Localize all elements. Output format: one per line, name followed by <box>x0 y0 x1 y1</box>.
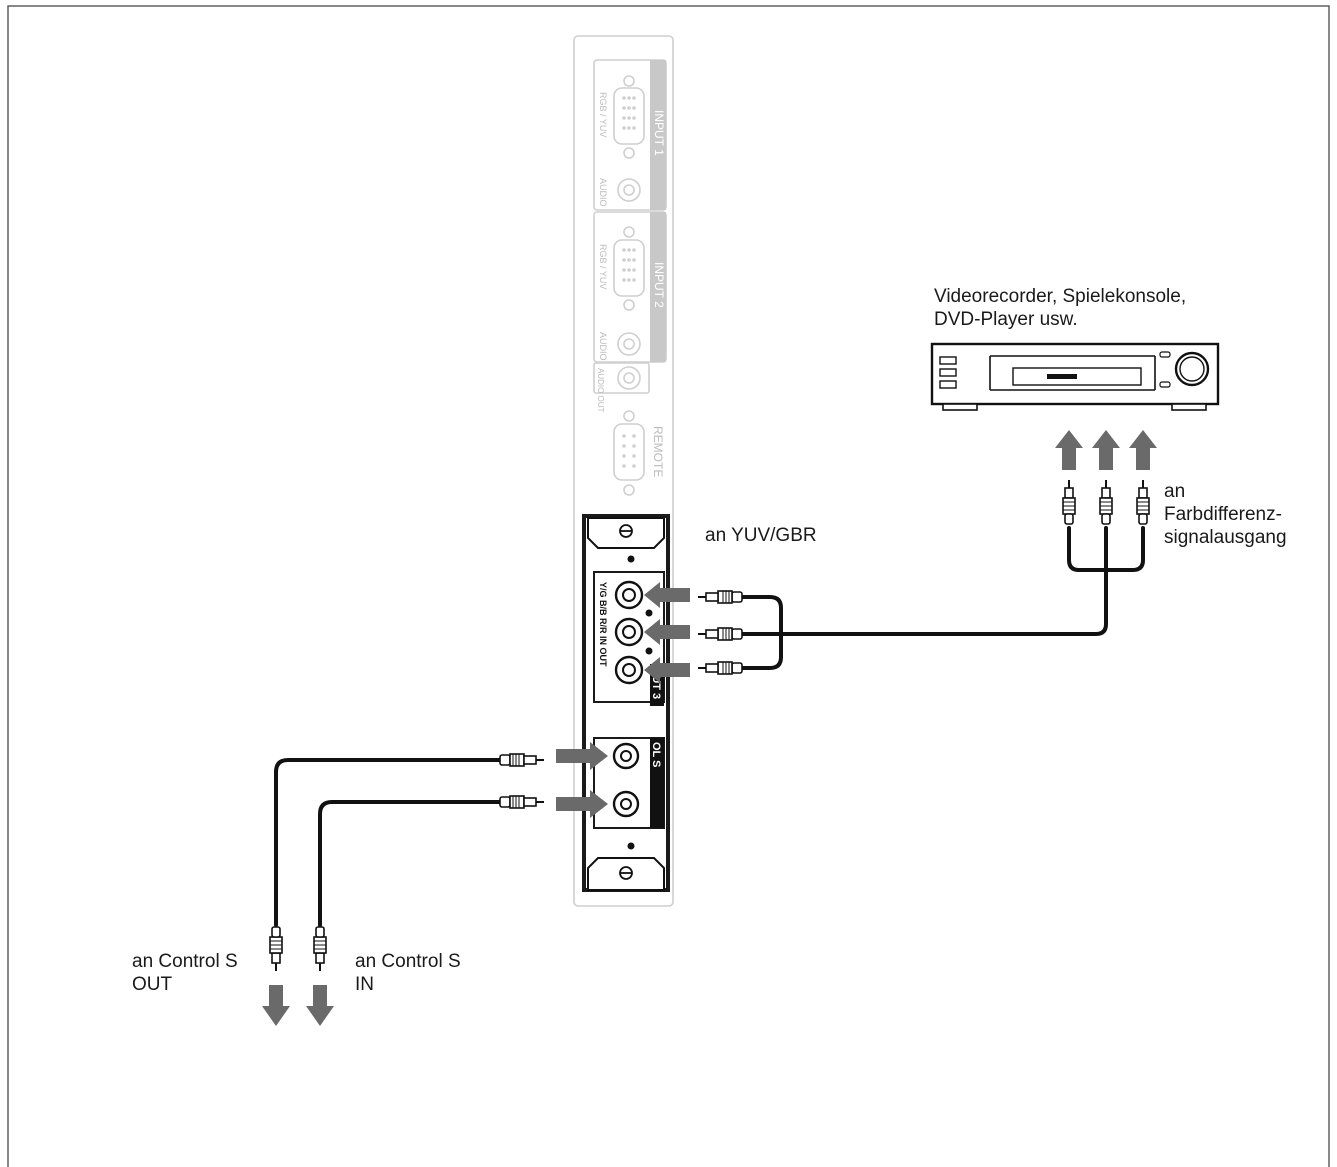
device-label-line1: Videorecorder, Spielekonsole, <box>934 286 1187 307</box>
jack-control-s-out <box>612 742 640 770</box>
ctrl-out-line2: OUT <box>132 974 173 995</box>
input1-block: INPUT 1 RGB / YUV AUDIO <box>593 59 667 211</box>
jack-b <box>614 617 644 647</box>
arrow-into-control-s-in <box>556 790 608 818</box>
cable-control-s-out <box>274 758 502 927</box>
control-s-in-label: an Control S IN <box>355 950 461 996</box>
arrow-up-device-2 <box>1092 430 1120 470</box>
remote-label: REMOTE <box>651 426 665 477</box>
jack-y <box>614 580 644 610</box>
arrow-into-jack-r <box>644 657 690 683</box>
farb-line3: signalausgang <box>1164 527 1287 548</box>
arrow-down-out <box>262 985 290 1026</box>
input1-connector-label: RGB / YUV <box>598 92 608 137</box>
arrow-into-jack-y <box>644 582 690 608</box>
plug-control-s-out <box>499 753 545 767</box>
input2-audio-label: AUDIO <box>598 332 608 361</box>
audio-out-label: AUDIO OUT <box>596 368 605 413</box>
jack-r <box>614 655 644 685</box>
plug-out-end <box>269 926 283 972</box>
yuv-gbr-text: an YUV/GBR <box>705 525 817 546</box>
plug-b <box>697 627 743 641</box>
plug-device-r <box>1136 479 1150 525</box>
device-label-line2: DVD-Player usw. <box>934 309 1078 330</box>
device-label: Videorecorder, Spielekonsole, DVD-Player… <box>934 285 1186 331</box>
cable-device-split <box>1067 526 1145 572</box>
remote-port: REMOTE <box>613 410 665 496</box>
jack-control-s-in <box>612 790 640 818</box>
input1-title: INPUT 1 <box>652 110 666 156</box>
plug-device-b <box>1099 479 1113 525</box>
control-s-out-label: an Control S OUT <box>132 950 238 996</box>
ctrl-in-line1: an Control S <box>355 951 461 972</box>
input1-audio-label: AUDIO <box>598 178 608 207</box>
input2-connector-label: RGB / YUV <box>598 244 608 289</box>
plug-device-y <box>1062 479 1076 525</box>
cable-trunk <box>740 568 1108 636</box>
input2-title: INPUT 2 <box>652 262 666 308</box>
farb-line1: an <box>1164 481 1186 502</box>
arrow-up-device-1 <box>1055 430 1083 470</box>
arrow-down-in <box>306 985 334 1026</box>
control-s-title: OL S <box>650 742 662 767</box>
plug-control-s-in <box>499 795 545 809</box>
farb-line2: Farbdifferenz- <box>1164 504 1282 525</box>
farbdifferenz-label: an Farbdifferenz- signalausgang <box>1164 480 1287 549</box>
yuv-gbr-label: an YUV/GBR <box>705 524 817 547</box>
input3-module: PUT 3 Y/G B/B R/R IN OUT OL S <box>582 514 670 892</box>
input2-block: INPUT 2 RGB / YUV AUDIO AUDIO OUT <box>593 211 667 413</box>
plug-r <box>697 661 743 675</box>
page-border <box>7 5 1330 1167</box>
input3-jack-labels: Y/G B/B R/R IN OUT <box>598 582 608 667</box>
arrow-into-control-s-out <box>556 742 608 770</box>
vcr-device <box>930 342 1220 411</box>
plug-in-end <box>313 926 327 972</box>
panel-outline <box>573 35 674 907</box>
arrow-into-jack-b <box>644 619 690 645</box>
ctrl-in-line2: IN <box>355 974 374 995</box>
plug-y-2 <box>697 590 743 604</box>
arrow-up-device-3 <box>1129 430 1157 470</box>
ctrl-out-line1: an Control S <box>132 951 238 972</box>
cable-control-s-in <box>318 800 502 927</box>
